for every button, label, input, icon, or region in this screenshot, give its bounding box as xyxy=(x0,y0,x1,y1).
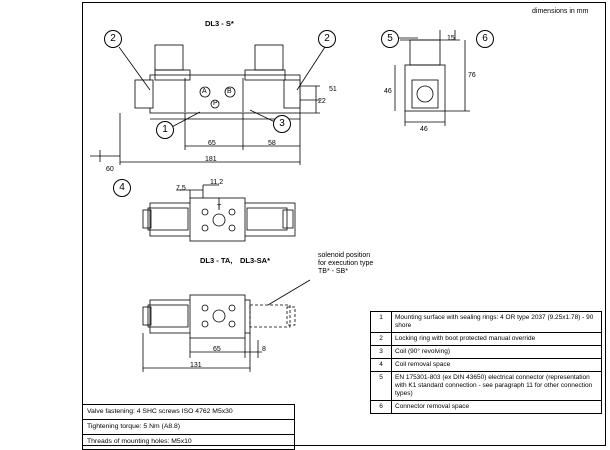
legend-text: Coil removal space xyxy=(391,358,602,372)
callout-6: 6 xyxy=(476,30,494,48)
spec-valve-fastening: Valve fastening: 4 SHC screws ISO 4762 M… xyxy=(82,404,295,420)
legend-text: Connector removal space xyxy=(391,400,602,414)
port-b-label: B xyxy=(227,88,232,95)
solenoid-note-line-2: for execution type xyxy=(318,260,374,267)
dim-51: 51 xyxy=(329,86,337,93)
legend-num: 3 xyxy=(370,345,392,359)
title-mid-view-a: DL3 - TA, xyxy=(200,256,233,265)
dim-58: 58 xyxy=(268,140,276,147)
dim-131: 131 xyxy=(190,362,202,369)
callout-1: 1 xyxy=(156,121,174,139)
legend-num: 5 xyxy=(370,371,392,401)
units-note: dimensions in mm xyxy=(532,8,589,15)
legend-text: Locking ring with boot protected manual … xyxy=(391,332,602,346)
dim-8: 8 xyxy=(262,346,266,353)
valve-end-view xyxy=(394,30,470,126)
solenoid-note-line-1: solenoid position xyxy=(318,252,371,259)
port-a-label: A xyxy=(202,88,207,95)
callout-3: 3 xyxy=(273,115,291,133)
dim-11-2: 11,2 xyxy=(210,179,224,186)
valve-side-view xyxy=(90,44,320,165)
legend-text: EN 175301-803 (ex DIN 43650) electrical … xyxy=(391,371,602,401)
legend-num: 6 xyxy=(370,400,392,414)
dim-65: 65 xyxy=(208,140,216,147)
port-t-label: T xyxy=(217,204,222,211)
callout-2-left: 2 xyxy=(104,30,122,48)
callout-5: 5 xyxy=(381,30,399,48)
legend-num: 2 xyxy=(370,332,392,346)
dim-65-bottom: 65 xyxy=(213,346,221,353)
dim-76: 76 xyxy=(468,72,476,79)
dim-46-vertical: 46 xyxy=(384,88,392,95)
legend-num: 1 xyxy=(370,311,392,333)
port-p-label: P xyxy=(213,100,218,107)
legend-text: Mounting surface with sealing rings: 4 O… xyxy=(391,311,602,333)
callout-4: 4 xyxy=(113,179,131,197)
dim-181: 181 xyxy=(205,156,217,163)
title-top-view: DL3 - S* xyxy=(205,19,234,28)
valve-sa-view xyxy=(142,279,311,372)
specs-table: Valve fastening: 4 SHC screws ISO 4762 M… xyxy=(82,404,295,450)
dim-60: 60 xyxy=(106,166,114,173)
dim-46-horizontal: 46 xyxy=(420,126,428,133)
spec-mounting-threads: Threads of mounting holes: M5x10 xyxy=(82,434,295,450)
valve-ta-view xyxy=(142,184,296,242)
dim-7-5: 7,5 xyxy=(176,185,186,192)
legend-num: 4 xyxy=(370,358,392,372)
dim-22: 22 xyxy=(318,98,326,105)
solenoid-note-line-3: TB* - SB* xyxy=(318,268,348,275)
legend-text: Coil (90° revolving) xyxy=(391,345,602,359)
title-mid-view-b: DL3-SA* xyxy=(240,256,271,265)
spec-tightening-torque: Tightening torque: 5 Nm (A8.8) xyxy=(82,419,295,435)
dim-15: 15 xyxy=(447,35,455,42)
drawing-frame xyxy=(82,2,606,446)
callout-2-right: 2 xyxy=(318,30,336,48)
